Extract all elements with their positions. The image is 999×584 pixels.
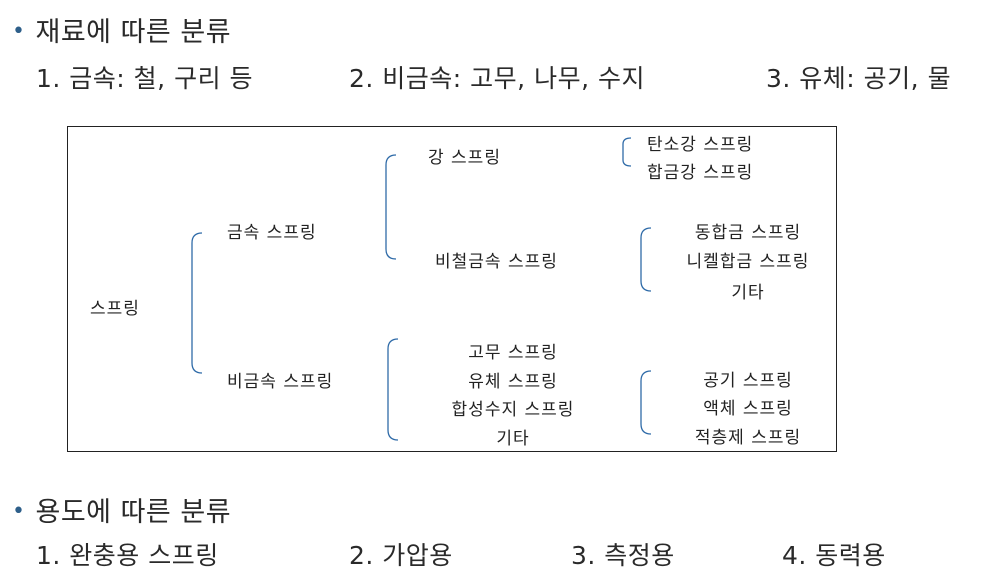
node-nonferrous-other: 기타 — [731, 283, 765, 303]
material-item-2: 2. 비금속: 고무, 나무, 수지 — [349, 64, 645, 93]
bullet-dot-icon: • — [12, 19, 26, 44]
node-rubber: 고무 스프링 — [468, 343, 558, 363]
node-nonmetal: 비금속 스프링 — [227, 372, 334, 392]
material-item-3: 3. 유체: 공기, 물 — [766, 64, 952, 93]
usage-item-3: 3. 측정용 — [571, 541, 675, 570]
node-steel: 강 스프링 — [428, 148, 501, 168]
node-nonmetal-other: 기타 — [496, 429, 530, 449]
node-air: 공기 스프링 — [703, 371, 793, 391]
section-title-usage-text: 용도에 따른 분류 — [35, 497, 232, 528]
section-title-usage: • 용도에 따른 분류 — [12, 490, 231, 529]
usage-item-1: 1. 완충용 스프링 — [36, 541, 219, 570]
bullet-dot-icon: • — [12, 499, 26, 524]
node-laminated: 적층제 스프링 — [694, 428, 802, 448]
node-alloy-steel: 합금강 스프링 — [647, 163, 754, 183]
bracket-fluid — [640, 370, 652, 435]
section-title-material-text: 재료에 따른 분류 — [35, 17, 232, 48]
node-copper-alloy: 동합금 스프링 — [694, 223, 802, 243]
node-root: 스프링 — [90, 299, 140, 319]
usage-item-4: 4. 동력용 — [782, 541, 886, 570]
bracket-steel — [622, 137, 632, 167]
node-nickel-alloy: 니켈합금 스프링 — [686, 252, 810, 272]
bracket-metal — [385, 154, 397, 260]
node-synthetic-resin: 합성수지 스프링 — [451, 400, 575, 420]
bracket-nonmetal — [387, 338, 399, 441]
spring-classification-tree: 스프링 금속 스프링 비금속 스프링 강 스프링 비철금속 스프링 탄소강 스프… — [67, 126, 837, 452]
bracket-nonferrous — [640, 227, 652, 292]
section-title-material: • 재료에 따른 분류 — [12, 10, 231, 49]
usage-item-2: 2. 가압용 — [349, 541, 453, 570]
node-liquid: 액체 스프링 — [703, 399, 793, 419]
node-metal: 금속 스프링 — [227, 223, 317, 243]
node-fluid: 유체 스프링 — [468, 372, 558, 392]
material-item-1: 1. 금속: 철, 구리 등 — [36, 64, 254, 93]
node-nonferrous: 비철금속 스프링 — [435, 252, 558, 272]
bracket-root — [191, 232, 203, 374]
node-carbon-steel: 탄소강 스프링 — [647, 135, 754, 155]
